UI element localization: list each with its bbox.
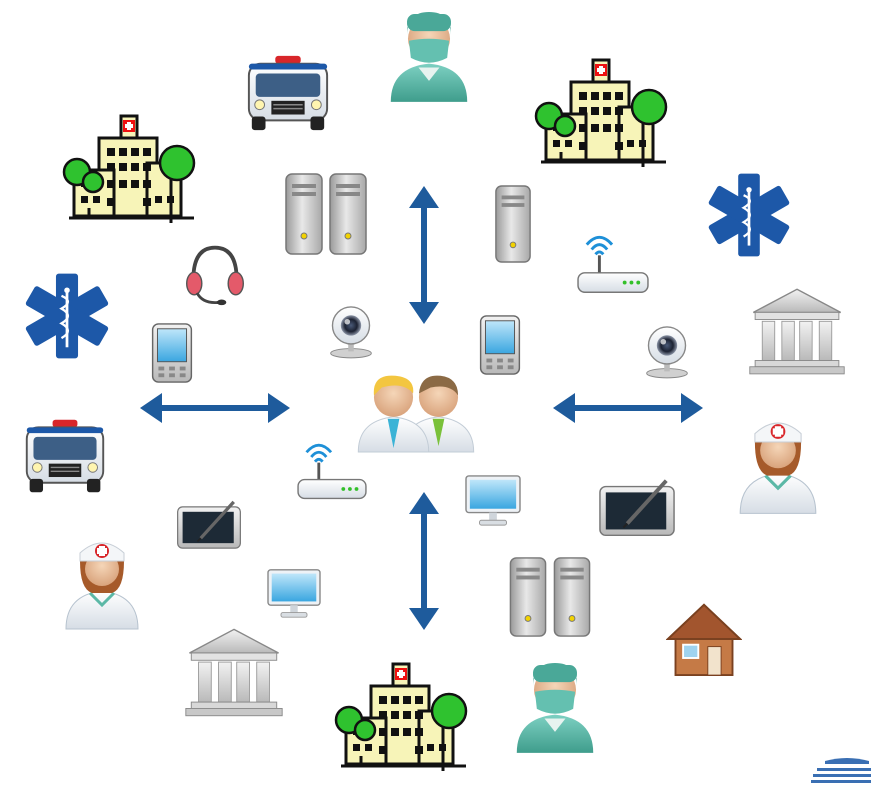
webcam-icon: [326, 302, 376, 360]
router-icon: [294, 440, 370, 506]
server-icon: [508, 556, 548, 638]
bank-icon: [748, 286, 846, 378]
arrow-left-right: [140, 393, 290, 423]
hospital-icon: [530, 52, 672, 172]
house-icon: [666, 600, 742, 678]
tablet-device-icon: [478, 314, 522, 376]
headset-icon: [182, 242, 248, 308]
hospital-icon: [330, 656, 472, 776]
star-of-life-icon: [18, 270, 116, 362]
bank-icon: [184, 626, 284, 720]
arrow-up-down: [409, 186, 439, 324]
router-icon: [572, 232, 654, 300]
server-icon: [494, 184, 532, 264]
server-icon: [328, 172, 368, 256]
arrow-left-right: [553, 393, 703, 423]
surgeon-icon: [386, 6, 472, 106]
hospital-icon: [58, 108, 200, 228]
monitor-icon: [464, 474, 522, 528]
ambulance-icon: [22, 414, 108, 498]
webcam-icon: [642, 322, 692, 380]
nurse-icon: [62, 528, 142, 634]
drawing-tablet-icon: [598, 476, 676, 540]
tablet-device-icon: [150, 322, 194, 384]
monitor-icon: [266, 568, 322, 620]
surgeon-icon: [512, 654, 598, 760]
collaborators-icon: [352, 366, 480, 454]
arrow-up-down: [409, 492, 439, 630]
server-icon: [284, 172, 324, 256]
server-icon: [552, 556, 592, 638]
star-of-life-icon: [704, 170, 794, 260]
nurse-icon: [736, 410, 820, 516]
ambulance-icon: [244, 52, 332, 134]
corner-logo-icon: [807, 757, 871, 783]
drawing-tablet-icon: [176, 496, 242, 554]
